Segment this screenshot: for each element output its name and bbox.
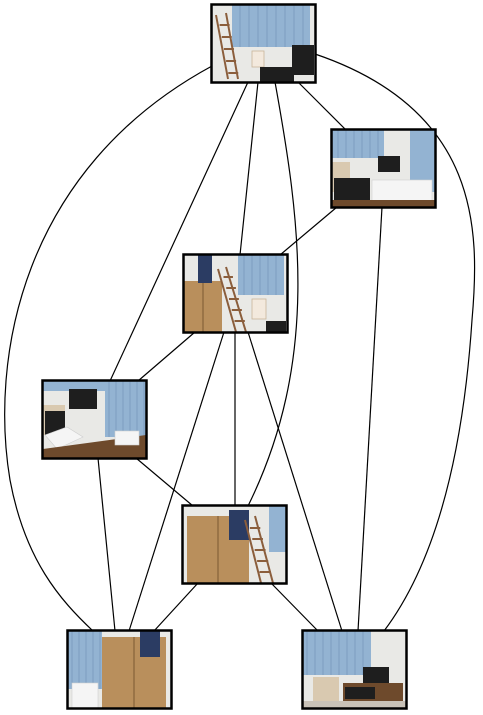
room-photo-thumbnail [303,631,406,708]
edge-n3-n6 [128,331,225,632]
graph-node-n1 [210,3,317,84]
graph-node-n2 [330,128,437,209]
edge-n5-n7 [270,582,319,632]
room-photo-thumbnail [332,130,435,207]
room-photo-thumbnail [183,506,286,583]
edge-n3-n4 [137,331,196,382]
edge-n2-n3 [279,206,338,256]
graph-node-n6 [66,629,173,710]
graph-edges [4,53,476,632]
edge-n1-n3 [239,81,259,256]
room-photo-thumbnail [43,381,146,458]
edge-n1-n4 [109,81,249,382]
edge-n2-n7 [357,206,383,632]
edge-n1-n7 [314,53,476,632]
room-photo-thumbnail [212,5,315,82]
edge-n5-n6 [153,582,199,632]
room-photo-thumbnail [68,631,171,708]
graph-node-n5 [181,504,288,585]
graph-node-n4 [41,379,148,460]
room-photo-thumbnail [184,255,287,332]
edge-n1-n5 [247,81,299,507]
edge-n1-n6 [4,65,213,632]
edge-n1-n2 [297,81,347,131]
edge-n3-n7 [247,331,343,632]
graph-nodes [41,3,437,710]
graph-node-n3 [182,253,289,334]
edge-n4-n6 [97,457,116,632]
graph-node-n7 [301,629,408,710]
edge-n4-n5 [135,457,194,507]
